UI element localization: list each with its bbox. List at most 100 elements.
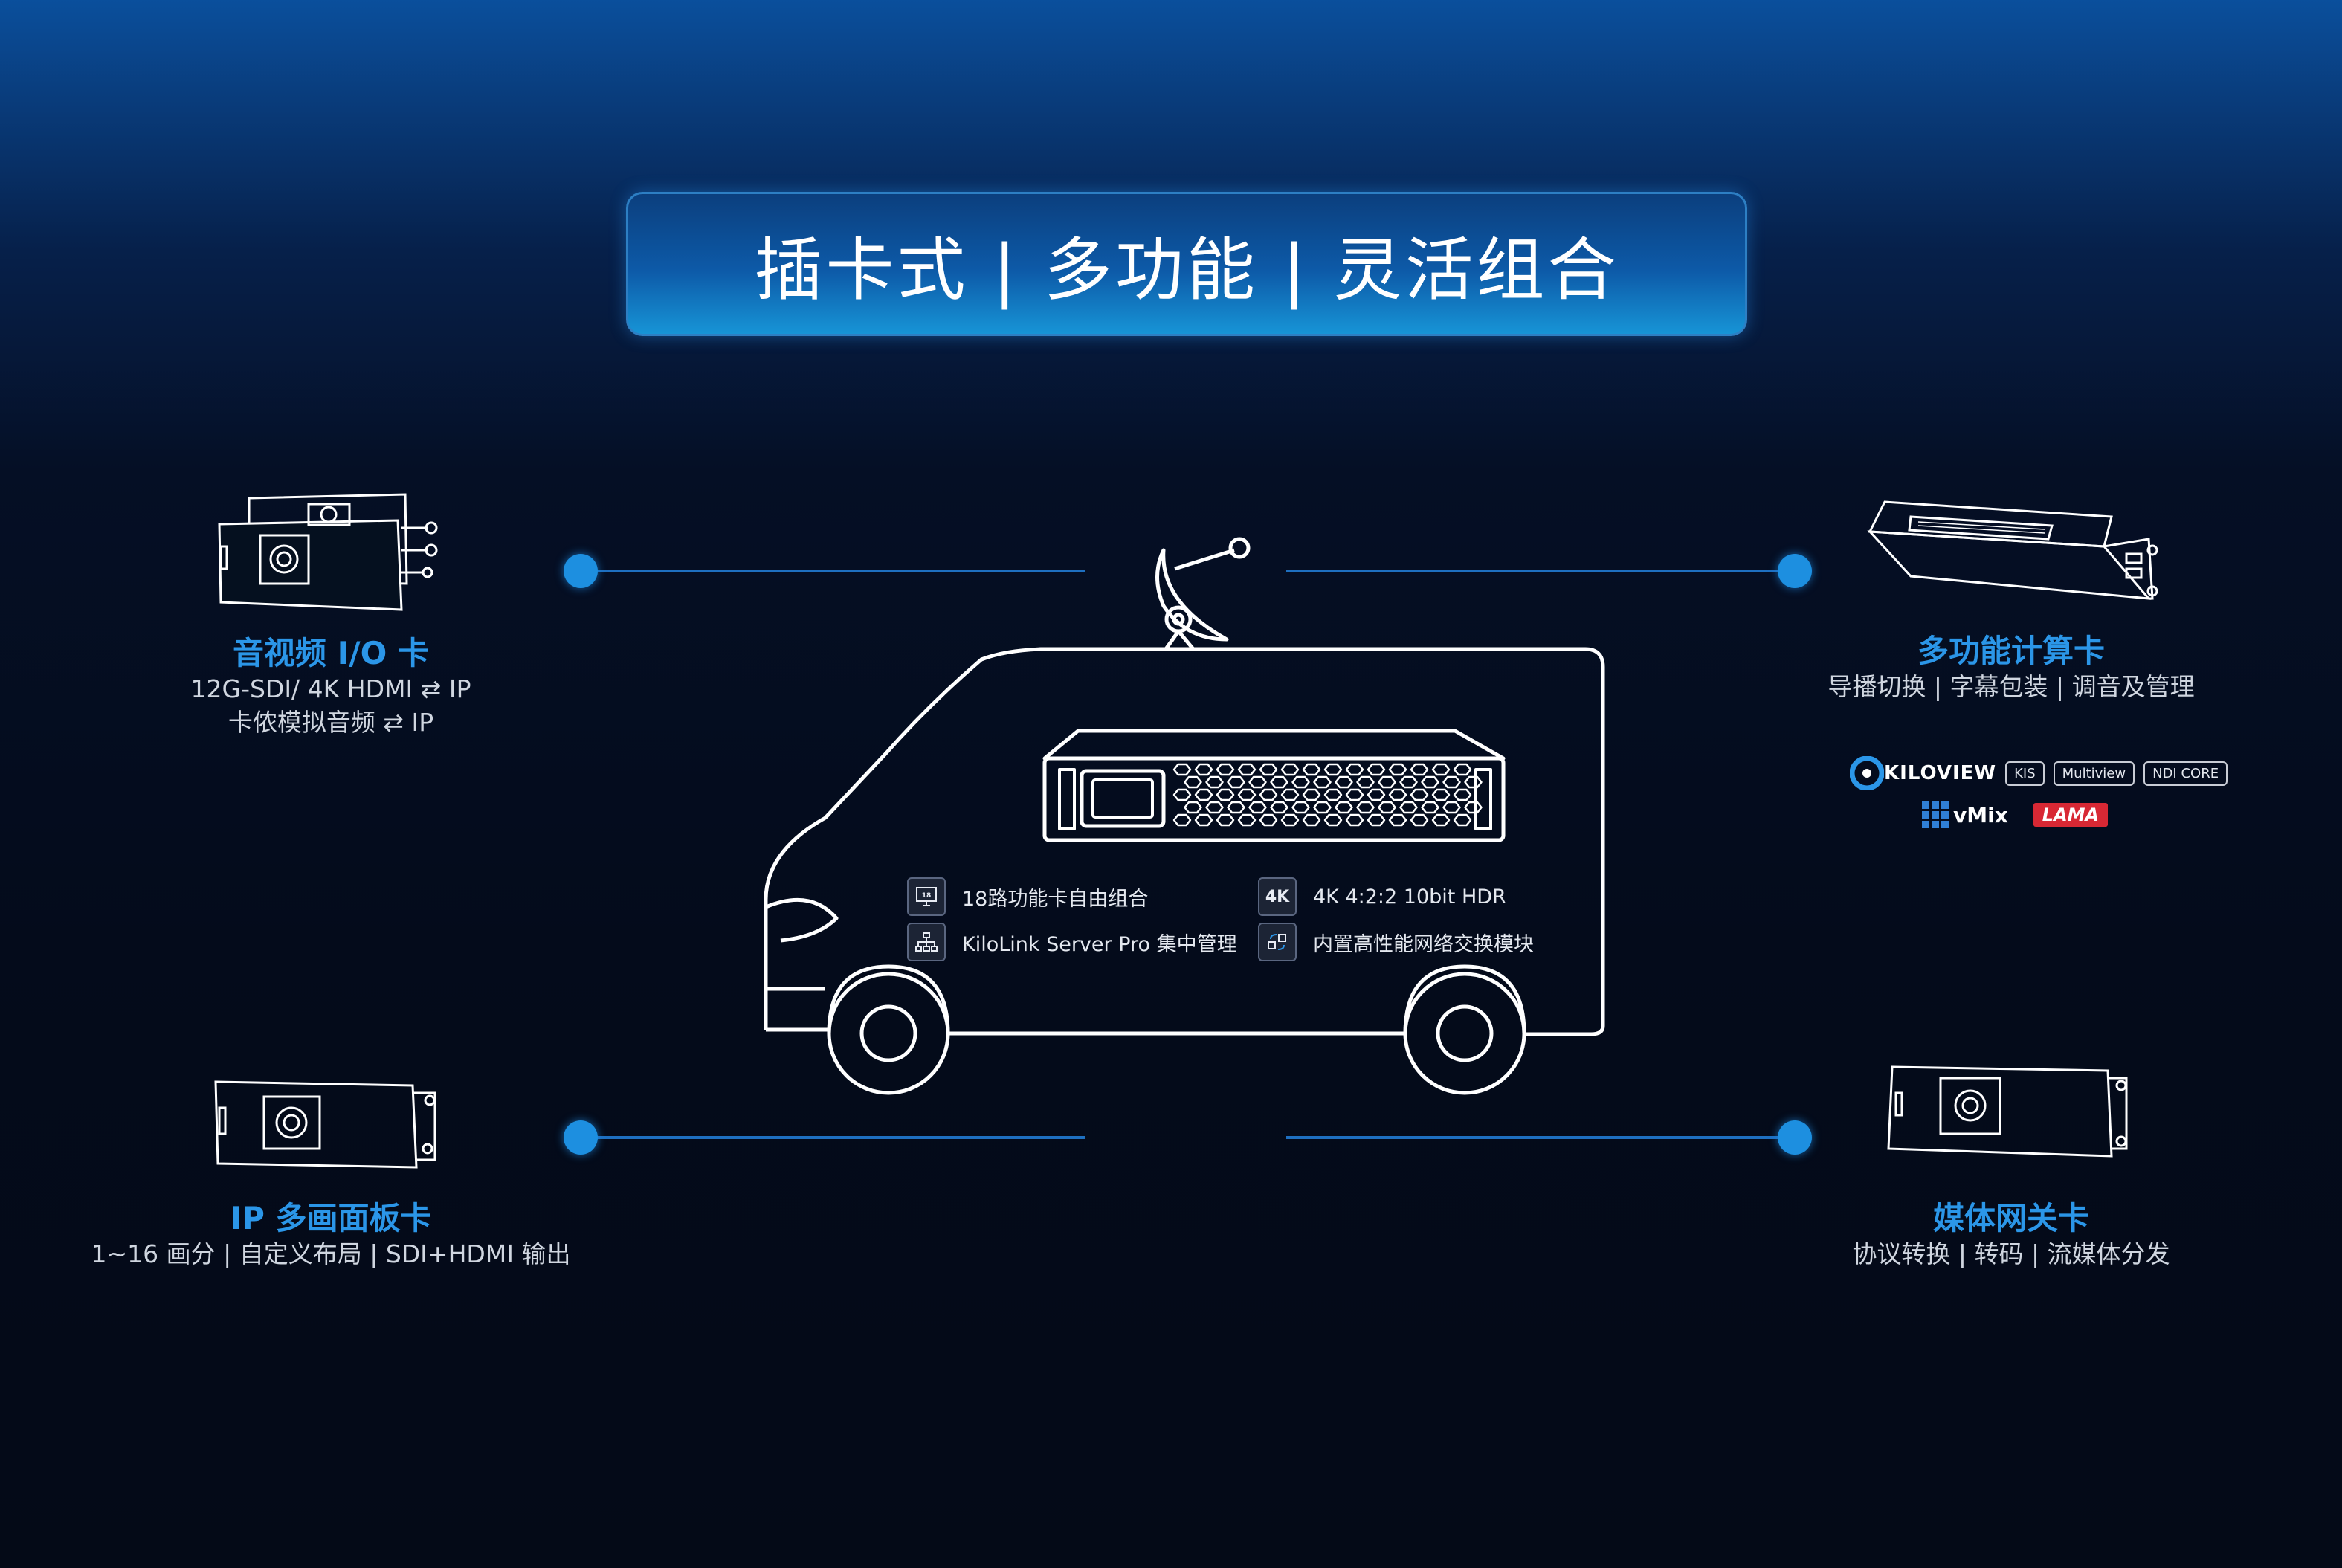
lama-logo: LAMA: [2033, 803, 2109, 827]
vent-hole: [1302, 763, 1321, 776]
vent-hole: [1259, 763, 1278, 776]
kiloview-logo-text: KILOVIEW: [1884, 762, 1997, 784]
vent-hole: [1356, 801, 1375, 814]
vent-hole: [1270, 775, 1288, 789]
vent-hole: [1194, 813, 1213, 827]
av-io-card-icon: [218, 493, 438, 611]
vent-hole: [1237, 813, 1257, 827]
vent-hole: [1216, 763, 1235, 776]
monitor-icon: 18: [907, 877, 946, 916]
av-io-card-title: 音视频 I/O 卡: [233, 635, 429, 671]
ip-multiview-card-icon: [214, 1080, 436, 1169]
vent-hole: [1216, 813, 1235, 827]
vent-hole: [1410, 813, 1429, 827]
connector-bottom-left: [580, 1136, 1085, 1139]
vent-hole: [1259, 788, 1278, 801]
vent-hole: [1399, 775, 1418, 789]
vent-hole: [1313, 775, 1332, 789]
media-gateway-card-icon: [1887, 1065, 2128, 1158]
vent-hole: [1378, 775, 1396, 789]
vent-hole: [1345, 813, 1364, 827]
vent-hole: [1464, 775, 1483, 789]
vent-hole: [1367, 763, 1386, 776]
vent-hole: [1421, 775, 1439, 789]
vent-hole: [1280, 788, 1300, 801]
vmix-logo-text: vMix: [1953, 802, 2008, 827]
vent-hole: [1335, 801, 1353, 814]
vmix-logo-icon: [1922, 801, 1949, 828]
ndi-core-tag: NDI CORE: [2143, 761, 2228, 786]
vent-hole: [1399, 801, 1418, 814]
switch-module-icon: [1258, 923, 1297, 961]
title-banner: 插卡式 | 多功能 | 灵活组合: [626, 192, 1747, 336]
vent-hole: [1248, 775, 1267, 789]
ip-multiview-card-desc: 1~16 画分 | 自定义布局 | SDI+HDMI 输出: [91, 1239, 571, 1268]
vent-hole: [1431, 763, 1451, 776]
connector-bottom-right: [1286, 1136, 1792, 1139]
vent-hole: [1302, 788, 1321, 801]
vent-hole: [1302, 813, 1321, 827]
vent-hole: [1388, 813, 1407, 827]
vent-hole: [1259, 813, 1278, 827]
vent-hole: [1205, 801, 1224, 814]
server-chassis-icon: [1042, 729, 1506, 842]
ip-multiview-card-title: IP 多画面板卡: [230, 1200, 432, 1236]
compute-card-icon: [1867, 500, 2158, 600]
vent-hole: [1291, 775, 1310, 789]
vent-hole: [1313, 801, 1332, 814]
vent-hole: [1453, 763, 1472, 776]
vent-hole: [1172, 788, 1192, 801]
vent-hole: [1323, 813, 1343, 827]
satellite-dish-icon: [1155, 537, 1251, 651]
av-io-card-desc-2: 卡侬模拟音频 ⇄ IP: [228, 708, 434, 737]
4k-icon: 4K: [1258, 877, 1297, 916]
vent-hole: [1464, 801, 1483, 814]
network-tree-icon: [907, 923, 946, 961]
feature-item: 内置高性能网络交换模块: [1258, 923, 1534, 961]
media-gateway-card-desc: 协议转换 | 转码 | 流媒体分发: [1852, 1239, 2170, 1268]
feature-item: 18 18路功能卡自由组合: [907, 877, 1148, 916]
multiview-tag: Multiview: [2053, 761, 2135, 786]
feature-text: 18路功能卡自由组合: [962, 887, 1149, 911]
vent-hole: [1227, 801, 1245, 814]
vent-hole: [1378, 801, 1396, 814]
connector-dot-bottom-left: [564, 1120, 598, 1155]
vent-hole: [1388, 788, 1407, 801]
feature-item: KiloLink Server Pro 集中管理: [907, 923, 1237, 961]
av-io-card-desc-1: 12G-SDI/ 4K HDMI ⇄ IP: [190, 674, 471, 703]
vent-hole: [1237, 788, 1257, 801]
partner-logos-row-1: KILOVIEW KIS Multiview NDI CORE: [1850, 756, 2228, 790]
vent-hole: [1323, 763, 1343, 776]
partner-logos-row-2: vMix LAMA: [1922, 801, 2109, 828]
vent-hole: [1194, 763, 1213, 776]
vent-hole: [1270, 801, 1288, 814]
feature-text: KiloLink Server Pro 集中管理: [962, 932, 1237, 956]
feature-text: 4K 4:2:2 10bit HDR: [1313, 885, 1506, 909]
vent-hole: [1216, 788, 1235, 801]
connector-dot-top-left: [564, 554, 598, 588]
feature-item: 4K 4K 4:2:2 10bit HDR: [1258, 877, 1506, 916]
vent-hole: [1431, 813, 1451, 827]
vent-hole: [1345, 788, 1364, 801]
vent-hole: [1335, 775, 1353, 789]
vent-hole: [1421, 801, 1439, 814]
vent-hole: [1367, 788, 1386, 801]
connector-dot-bottom-right: [1778, 1120, 1812, 1155]
vent-hole: [1194, 788, 1213, 801]
connector-dot-top-right: [1778, 554, 1812, 588]
broadcast-van-illustration: [764, 537, 1605, 1095]
vent-hole: [1291, 801, 1310, 814]
feature-text: 内置高性能网络交换模块: [1313, 932, 1534, 956]
kis-tag: KIS: [2005, 761, 2045, 786]
vent-hole: [1453, 788, 1472, 801]
vent-hole: [1184, 801, 1202, 814]
media-gateway-card-title: 媒体网关卡: [1932, 1200, 2089, 1236]
vent-hole: [1323, 788, 1343, 801]
vent-hole: [1248, 801, 1267, 814]
vent-hole: [1205, 775, 1224, 789]
connector-top-right: [1286, 570, 1792, 572]
banner-title: 插卡式 | 多功能 | 灵活组合: [754, 230, 1619, 310]
vent-hole: [1345, 763, 1364, 776]
compute-card-title: 多功能计算卡: [1917, 633, 2105, 669]
vent-hole: [1453, 813, 1472, 827]
